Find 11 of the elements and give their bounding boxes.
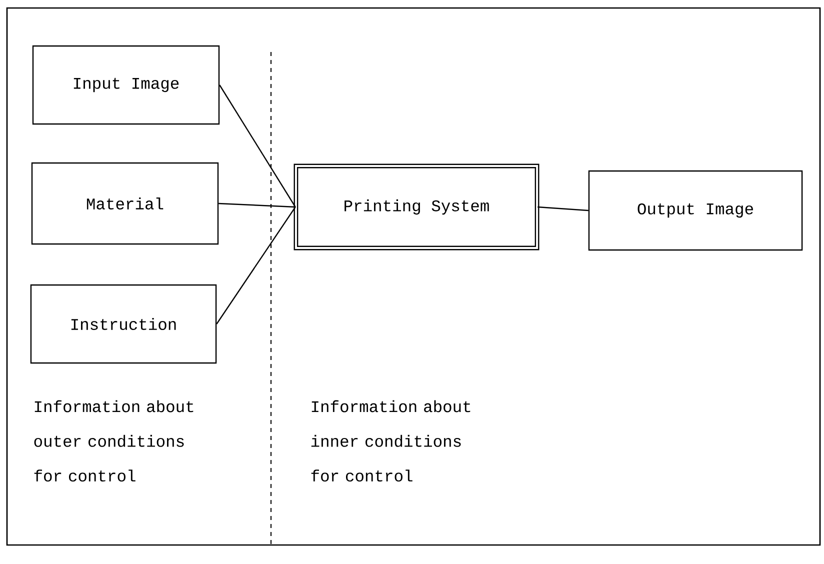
process-box: Instruction xyxy=(30,284,217,364)
note-text: Information about inner conditions for control xyxy=(311,400,470,482)
system-box: Printing System xyxy=(294,164,540,250)
connector-line xyxy=(538,206,588,212)
process-box: Material xyxy=(31,162,219,245)
note-text: Information about outer conditions for control xyxy=(34,400,194,482)
connector-line xyxy=(218,202,296,208)
process-box: Input Image xyxy=(32,45,220,125)
connector-line xyxy=(216,206,296,324)
process-box: Output Image xyxy=(588,170,803,251)
connector-line xyxy=(219,84,296,208)
